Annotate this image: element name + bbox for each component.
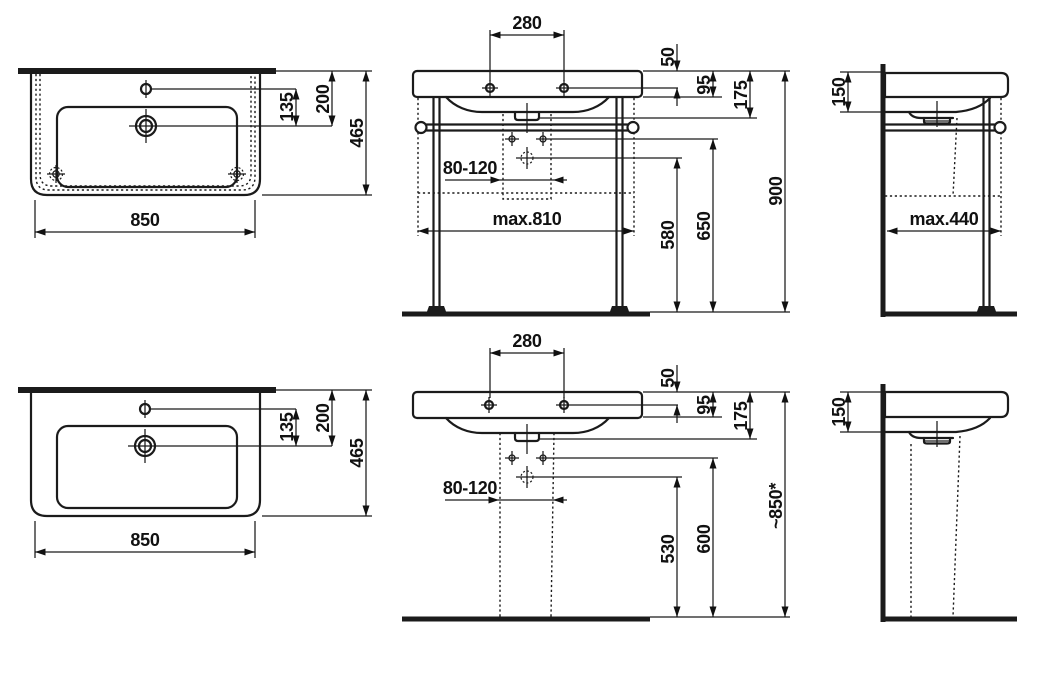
svg-text:150: 150 bbox=[829, 397, 849, 426]
view-front-pedestal: 280 50 95 175 80-120 530 600 bbox=[402, 331, 790, 622]
svg-text:50: 50 bbox=[658, 47, 678, 67]
dim-width: 850 bbox=[34, 200, 256, 238]
fixing-hole-symbol bbox=[47, 165, 65, 183]
basin-profile bbox=[883, 71, 1010, 99]
dim-height: 900 bbox=[766, 71, 789, 312]
basin-outline bbox=[29, 72, 262, 197]
svg-text:50: 50 bbox=[658, 368, 678, 388]
bowl-underside bbox=[883, 416, 992, 434]
tap-hole-symbol bbox=[481, 397, 497, 413]
dim-apron: 95 bbox=[694, 71, 717, 97]
svg-text:135: 135 bbox=[277, 92, 297, 121]
svg-text:850: 850 bbox=[130, 210, 159, 230]
svg-text:580: 580 bbox=[658, 220, 678, 249]
dim-depth: 465 bbox=[262, 390, 372, 517]
waste-pipe-hidden bbox=[952, 117, 958, 197]
dim-depth: 465 bbox=[262, 71, 372, 196]
drain-flange bbox=[907, 110, 955, 120]
svg-text:150: 150 bbox=[829, 77, 849, 106]
svg-text:~850*: ~850* bbox=[766, 483, 786, 529]
svg-text:200: 200 bbox=[313, 84, 333, 113]
frame-leg bbox=[610, 95, 629, 312]
fixing-hole-symbol bbox=[505, 451, 519, 465]
view-plan-pedestal: 135 200 465 850 bbox=[18, 387, 372, 558]
tap-hole-symbol bbox=[139, 80, 153, 98]
dim-frame-width: max.810 bbox=[418, 209, 634, 235]
svg-text:465: 465 bbox=[347, 118, 367, 147]
dim-tap-to-drain: 135 bbox=[128, 408, 332, 447]
dim-width: 850 bbox=[34, 521, 256, 558]
svg-text:135: 135 bbox=[277, 412, 297, 441]
dim-front-drop: 150 bbox=[829, 391, 885, 433]
dim-frame-depth: max.440 bbox=[887, 209, 1001, 235]
view-front-console: 280 50 95 175 80-120 max.810 580 bbox=[402, 13, 790, 317]
svg-text:650: 650 bbox=[694, 211, 714, 240]
dim-back-to-drain: 200 bbox=[276, 389, 372, 446]
dim-apron: 95 bbox=[694, 392, 717, 417]
dim-floor-to-trap: 530 bbox=[658, 477, 681, 617]
svg-text:max.440: max.440 bbox=[910, 209, 979, 229]
dim-height: ~850* bbox=[766, 392, 789, 617]
svg-text:850: 850 bbox=[130, 530, 159, 550]
dim-trap-offset: 80-120 bbox=[443, 158, 567, 184]
dim-top-to-outlet: 175 bbox=[731, 392, 754, 439]
basin-profile bbox=[883, 390, 1010, 419]
dim-floor-to-fixing: 600 bbox=[694, 458, 717, 617]
frame-leg bbox=[427, 95, 446, 312]
dim-front-drop: 150 bbox=[829, 71, 885, 113]
dim-hole-spacing: 280 bbox=[489, 13, 565, 81]
svg-text:600: 600 bbox=[694, 524, 714, 553]
dim-top-to-hole: 50 bbox=[658, 365, 681, 423]
svg-text:200: 200 bbox=[313, 403, 333, 432]
svg-text:95: 95 bbox=[694, 75, 714, 95]
pedestal-hidden-edge bbox=[952, 435, 961, 618]
trap-cover-hidden bbox=[502, 193, 552, 200]
svg-text:80-120: 80-120 bbox=[443, 158, 498, 178]
dim-top-to-outlet: 175 bbox=[731, 71, 754, 118]
tap-hole-symbol bbox=[482, 80, 498, 96]
dim-tap-to-drain: 135 bbox=[129, 88, 332, 127]
svg-text:80-120: 80-120 bbox=[443, 478, 498, 498]
dim-trap-offset: 80-120 bbox=[443, 478, 567, 504]
svg-text:175: 175 bbox=[731, 80, 751, 109]
dim-floor-to-fixing: 650 bbox=[694, 139, 717, 312]
svg-text:900: 900 bbox=[766, 176, 786, 205]
dim-back-to-drain: 200 bbox=[276, 70, 372, 126]
svg-text:95: 95 bbox=[694, 395, 714, 415]
svg-text:465: 465 bbox=[347, 438, 367, 467]
view-side-pedestal: 150 bbox=[829, 384, 1017, 622]
bowl-outline bbox=[55, 424, 239, 510]
svg-text:280: 280 bbox=[512, 331, 541, 351]
dim-top-to-hole: 50 bbox=[658, 44, 681, 106]
dim-hole-spacing: 280 bbox=[489, 331, 565, 398]
frame-leg bbox=[977, 95, 996, 312]
fixing-hole-symbol bbox=[228, 165, 246, 183]
fixing-hole-symbol bbox=[505, 132, 519, 146]
svg-text:530: 530 bbox=[658, 534, 678, 563]
view-plan-console: 135 200 465 850 bbox=[18, 68, 372, 238]
drain-flange bbox=[907, 430, 955, 440]
console-hidden-edge bbox=[35, 74, 256, 191]
dim-floor-to-trap: 580 bbox=[658, 158, 681, 312]
view-side-console: 150 max.440 bbox=[829, 64, 1017, 317]
svg-text:175: 175 bbox=[731, 401, 751, 430]
bowl-outline bbox=[55, 105, 239, 189]
svg-text:max.810: max.810 bbox=[493, 209, 562, 229]
pedestal-hidden-edge bbox=[550, 432, 555, 618]
svg-text:280: 280 bbox=[512, 13, 541, 33]
basin-outline bbox=[29, 391, 262, 518]
tap-hole-symbol bbox=[138, 400, 152, 418]
bowl-underside bbox=[883, 96, 992, 114]
basin-body bbox=[411, 69, 644, 99]
